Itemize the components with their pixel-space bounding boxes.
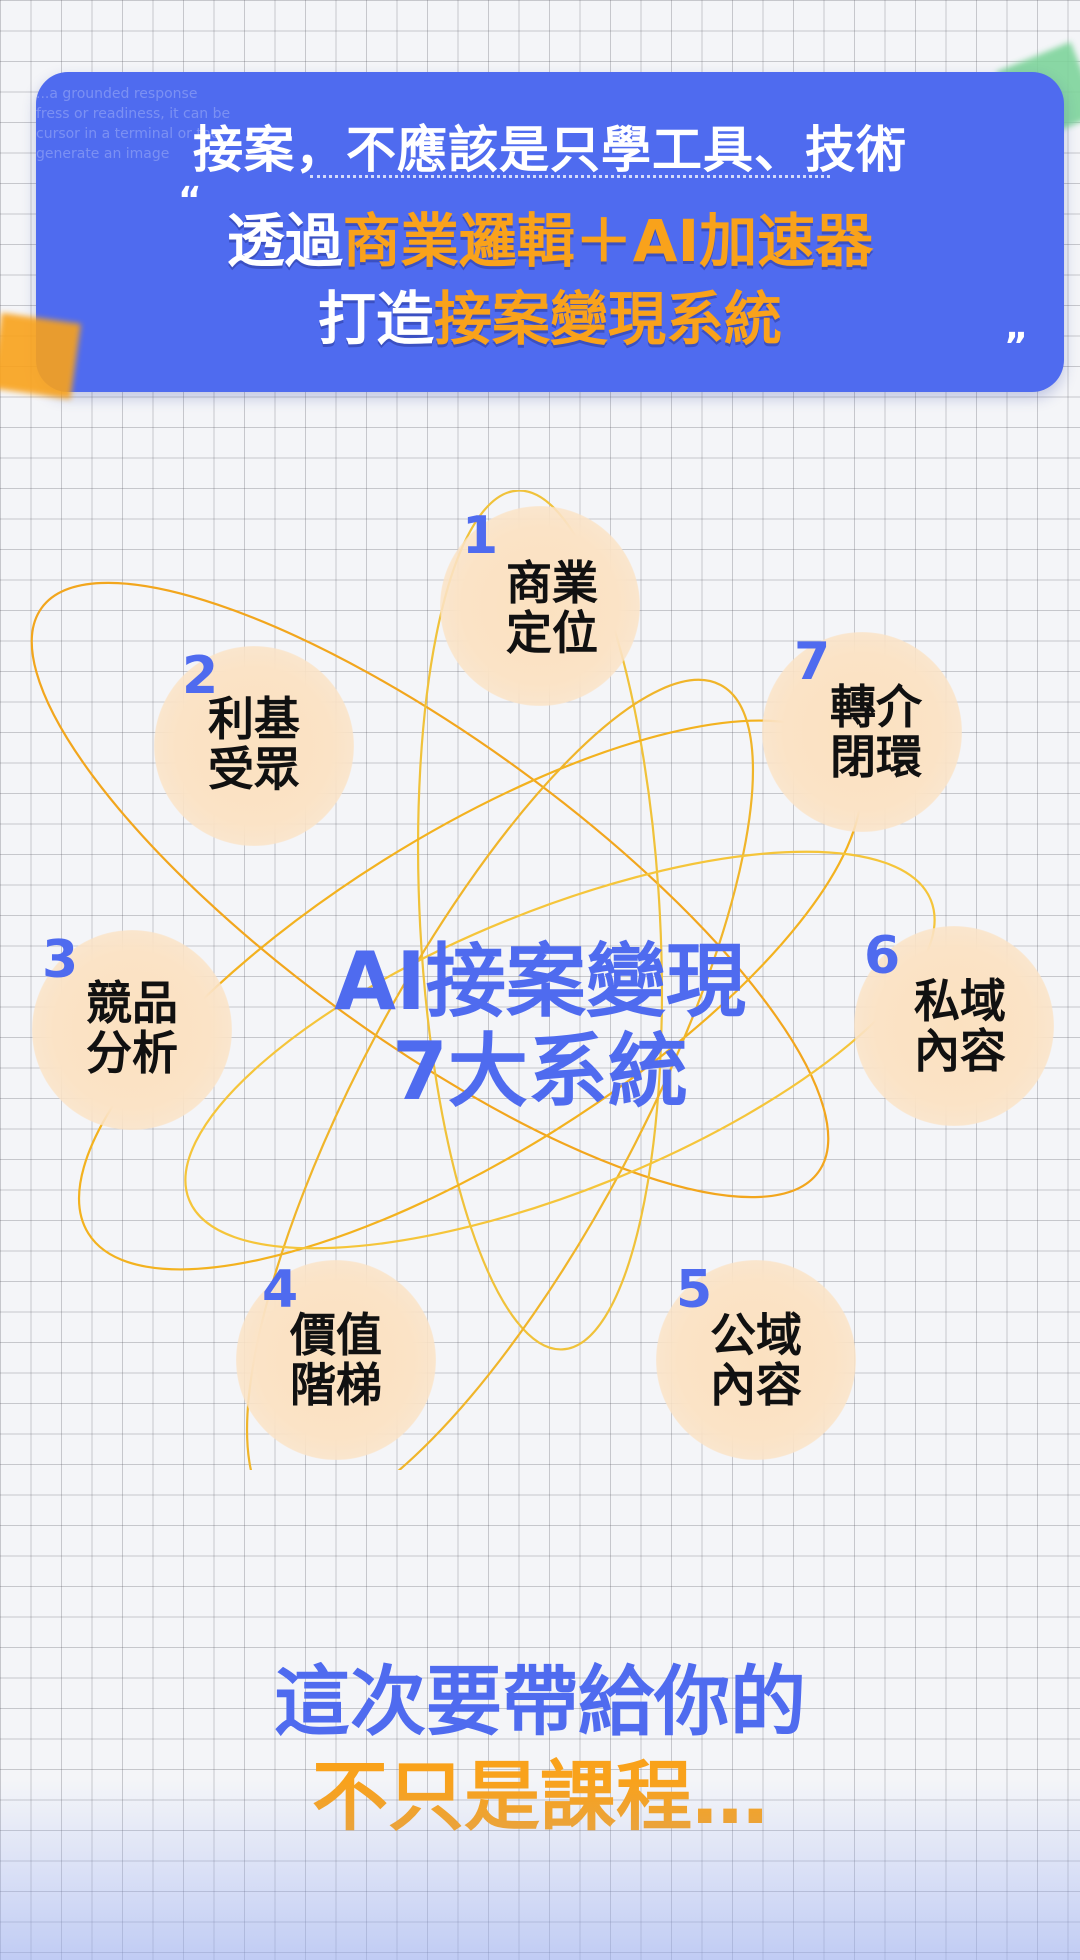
orbit-line-1 [30, 581, 830, 1199]
quote-line-logic-prefix: 透過 [226, 207, 343, 275]
system-node-2: 2 利基 受眾 [154, 646, 354, 846]
orbit-line-4 [245, 678, 755, 1470]
center-title-line1: AI接案變現 [334, 935, 746, 1028]
open-quote-mark: “ [178, 180, 202, 221]
node-label: 利基 受眾 [208, 692, 300, 796]
footer-headline: 這次要帶給你的 [274, 1657, 806, 1746]
node-number: 2 [182, 646, 219, 706]
center-title-line2: 7大系統 [392, 1025, 688, 1118]
seven-systems-diagram: 1 商業 定位 2 利基 受眾 3 競品 分析 4 價值 階梯 5 公域 內容 … [0, 490, 1080, 1470]
dotted-underline [310, 175, 830, 178]
node-number: 1 [462, 506, 499, 566]
orange-sticker-decoration [0, 312, 81, 400]
node-label: 價值 階梯 [290, 1308, 382, 1412]
node-number: 3 [42, 930, 79, 990]
node-number: 7 [794, 632, 831, 692]
system-node-4: 4 價值 階梯 [236, 1260, 436, 1460]
orbit-line-2 [416, 490, 664, 1351]
quote-card: ...a grounded response fress or readines… [36, 72, 1064, 392]
quote-line-system-prefix: 打造 [317, 285, 434, 353]
quote-line-system: 打造接案變現系統 [36, 272, 1064, 356]
footer-subheadline: 不只是課程… [312, 1752, 768, 1841]
quote-line-system-highlight: 接案變現系統 [434, 285, 783, 353]
system-node-6: 6 私域 內容 [854, 926, 1054, 1126]
node-number: 6 [864, 926, 901, 986]
orbit-line-5 [184, 850, 936, 1250]
faint-background-text: ...a grounded response fress or readines… [36, 86, 231, 162]
quote-headline: 接案，不應該是只學工具、技術 [193, 121, 907, 179]
quote-line-logic-highlight: 商業邏輯＋AI加速器 [342, 207, 874, 275]
node-label: 私域 內容 [914, 974, 1006, 1078]
system-node-5: 5 公域 內容 [656, 1260, 856, 1460]
system-node-7: 7 轉介 閉環 [762, 632, 962, 832]
node-label: 公域 內容 [710, 1308, 802, 1412]
node-number: 4 [262, 1260, 299, 1320]
system-node-3: 3 競品 分析 [32, 930, 232, 1130]
node-label: 商業 定位 [506, 556, 598, 660]
node-number: 5 [676, 1260, 713, 1320]
close-quote-mark: ” [1004, 326, 1028, 367]
node-label: 轉介 閉環 [830, 680, 922, 784]
system-node-1: 1 商業 定位 [440, 506, 640, 706]
quote-line-logic: 透過商業邏輯＋AI加速器 [36, 194, 1064, 278]
node-label: 競品 分析 [86, 976, 178, 1080]
